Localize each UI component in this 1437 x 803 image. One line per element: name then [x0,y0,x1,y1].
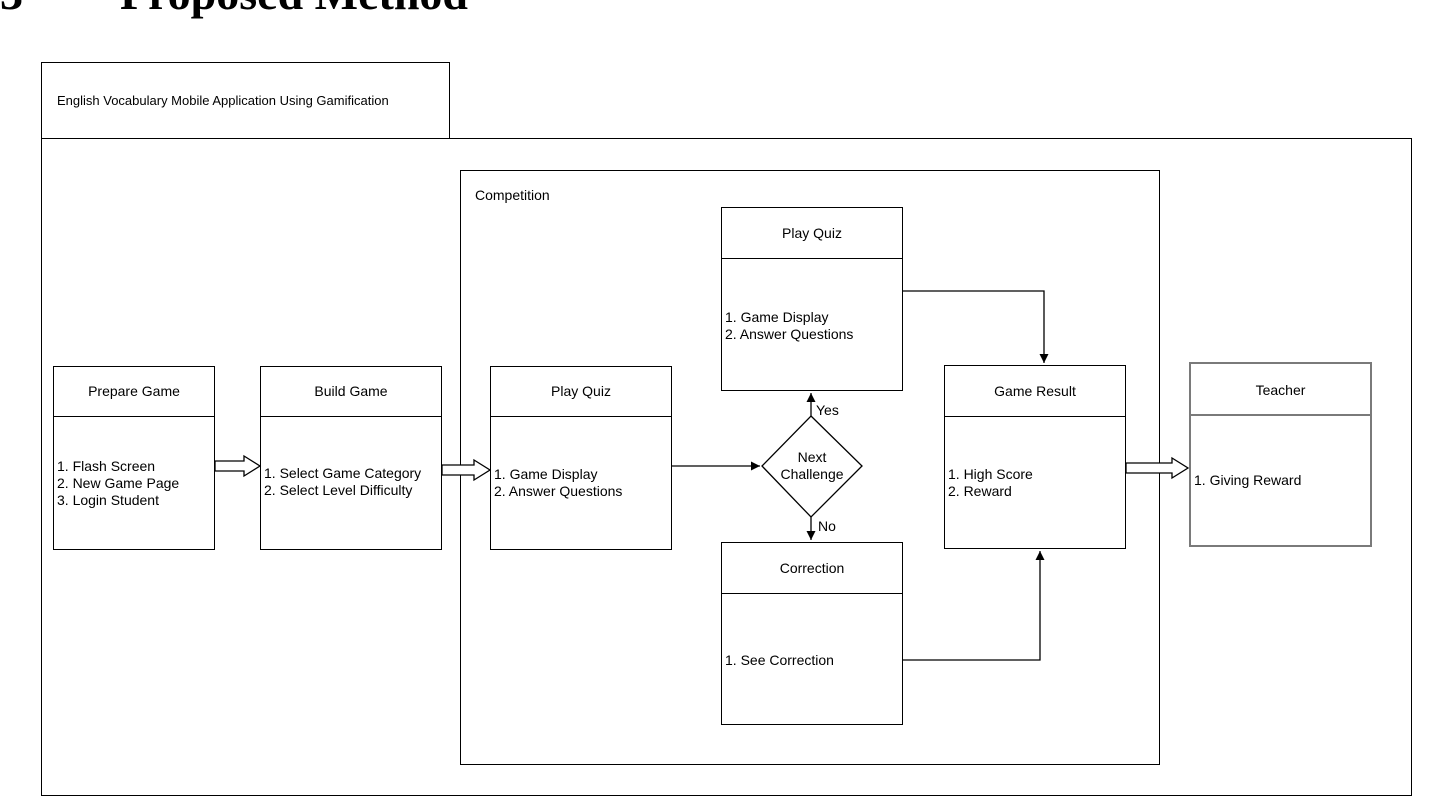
prepare-game-title: Prepare Game [88,383,180,399]
competition-label: Competition [475,187,550,203]
teacher-items: 1. Giving Reward [1194,472,1301,489]
divider [722,258,902,259]
list-item: 1. Game Display [494,466,598,482]
connector-line [903,290,1049,363]
block-arrow [1125,456,1190,480]
yes-label: Yes [816,402,839,418]
divider [1191,414,1370,416]
block-arrow [214,454,262,478]
correction-box: Correction 1. See Correction [721,542,903,725]
decision-label: Next Challenge [762,449,862,483]
play-quiz-top-items: 1. Game Display 2. Answer Questions [725,309,853,343]
no-label: No [818,518,836,534]
list-item: 1. Game Display [725,309,829,325]
list-item: 1. Select Game Category [264,465,422,481]
list-item: 2. New Game Page [57,475,180,491]
app-title-label: English Vocabulary Mobile Application Us… [57,93,389,108]
list-item: 2. Answer Questions [494,483,623,499]
build-game-box: Build Game 1. Select Game Category 2. Se… [260,366,442,550]
teacher-title: Teacher [1255,382,1306,398]
correction-items: 1. See Correction [725,652,834,669]
list-item: 2. Reward [948,483,1012,499]
decision-line-1: Next [797,449,827,465]
list-item: 2. Answer Questions [725,326,854,342]
section-title: Proposed Method [120,0,468,19]
divider [261,416,441,417]
play-quiz-main-items: 1. Game Display 2. Answer Questions [494,466,622,500]
play-quiz-main-box: Play Quiz 1. Game Display 2. Answer Ques… [490,366,672,550]
divider [722,593,902,594]
game-result-title: Game Result [994,383,1076,399]
list-item: 1. See Correction [725,652,834,668]
prepare-game-box: Prepare Game 1. Flash Screen 2. New Game… [53,366,215,550]
play-quiz-top-title: Play Quiz [782,225,842,241]
list-item: 1. Giving Reward [1194,472,1302,488]
app-title-tab: English Vocabulary Mobile Application Us… [41,62,450,139]
play-quiz-top-box: Play Quiz 1. Game Display 2. Answer Ques… [721,207,903,391]
teacher-box: Teacher 1. Giving Reward [1189,362,1372,547]
game-result-box: Game Result 1. High Score 2. Reward [944,365,1126,549]
decision-line-2: Challenge [780,466,844,482]
play-quiz-main-title: Play Quiz [551,383,611,399]
list-item: 1. High Score [948,466,1033,482]
divider [54,416,214,417]
correction-title: Correction [779,560,845,576]
prepare-game-items: 1. Flash Screen 2. New Game Page 3. Logi… [57,458,179,509]
section-number: 3 [0,0,120,18]
list-item: 3. Login Student [57,492,159,508]
list-item: 1. Flash Screen [57,458,156,474]
connector-line [903,551,1045,661]
build-game-title: Build Game [314,383,388,399]
build-game-items: 1. Select Game Category 2. Select Level … [264,465,421,499]
block-arrow [441,458,492,482]
section-heading: 3Proposed Method [0,0,468,18]
divider [945,416,1125,417]
divider [491,416,671,417]
list-item: 2. Select Level Difficulty [264,482,413,498]
game-result-items: 1. High Score 2. Reward [948,466,1033,500]
